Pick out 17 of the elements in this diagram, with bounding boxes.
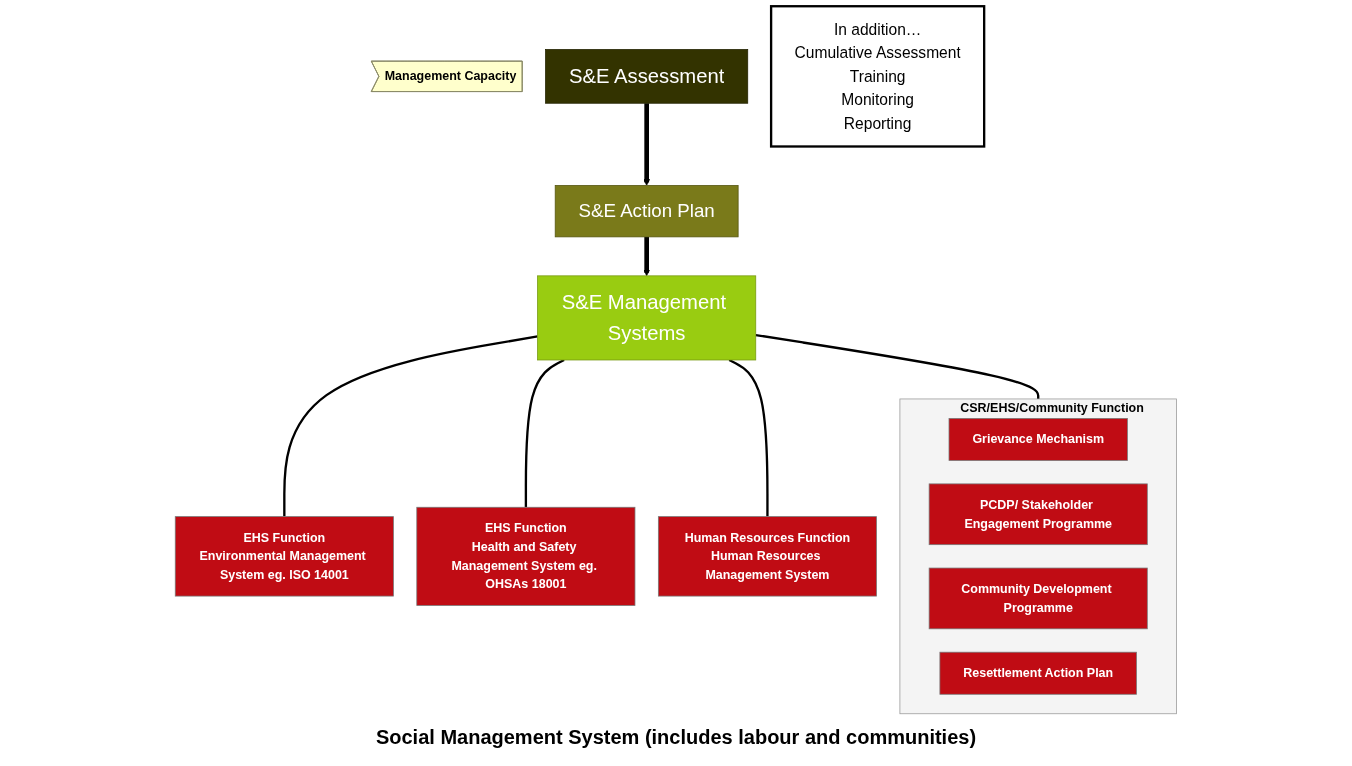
node-box: Grievance Mechanism bbox=[948, 418, 1128, 461]
caption-text: Social Management System (includes labour and communities) bbox=[375, 726, 977, 748]
connector bbox=[283, 335, 538, 517]
connector bbox=[728, 358, 769, 517]
arrow bbox=[643, 236, 651, 277]
connector bbox=[524, 358, 565, 508]
node-box: S&E Management Systems bbox=[537, 275, 757, 361]
node-box: Human Resources Function Human Resources Management System bbox=[658, 516, 878, 597]
node-box: EHS Function Health and Safety Management System eg. OHSAs 18001 bbox=[416, 506, 636, 606]
node-box: EHS Function Environmental Management System eg. ISO 14001 bbox=[174, 516, 394, 597]
node-box: In addition… Cumulative Assessment Training Monitoring Reporting bbox=[770, 5, 986, 148]
node-box: Resettlement Action Plan bbox=[939, 651, 1138, 695]
node-box: Community Development Programme bbox=[928, 567, 1148, 630]
node-box: S&E Assessment bbox=[545, 49, 749, 104]
node-box: S&E Action Plan bbox=[554, 185, 739, 238]
arrow bbox=[643, 103, 651, 186]
node-box: PCDP/ Stakeholder Engagement Programme bbox=[928, 483, 1148, 546]
